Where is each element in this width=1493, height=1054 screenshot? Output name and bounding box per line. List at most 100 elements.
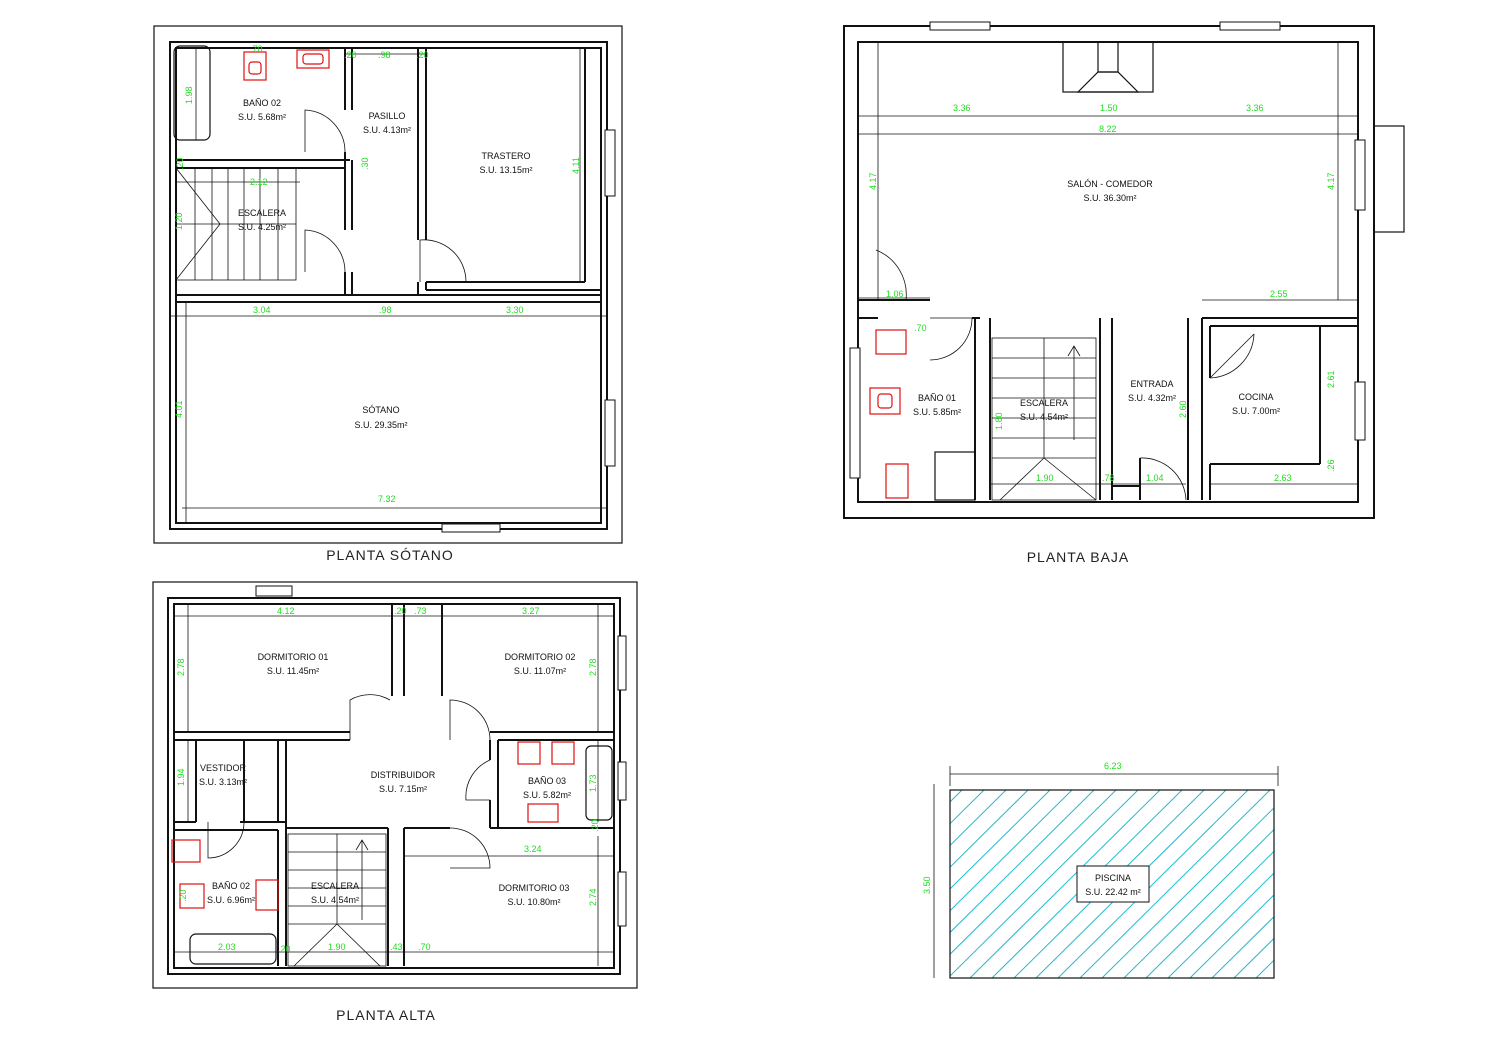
dimension-label: .70 bbox=[250, 44, 263, 54]
hatch-line bbox=[1101, 807, 1274, 978]
dimension-label: 4.17 bbox=[868, 172, 878, 190]
hatch-line bbox=[1410, 790, 1493, 978]
plan-piscina: 6.23 3.50 PISCINA S.U. 22.42 m² bbox=[922, 761, 1493, 979]
washbasin bbox=[551, 741, 575, 765]
room-area: S.U. 4.32m² bbox=[1128, 393, 1176, 403]
dimension-label: 3.27 bbox=[522, 606, 540, 616]
window bbox=[604, 129, 616, 197]
toilet bbox=[527, 803, 559, 823]
dimension-label: .20 bbox=[344, 50, 357, 60]
dimension-label: 4.17 bbox=[1326, 172, 1336, 190]
window bbox=[1354, 381, 1366, 441]
staircase bbox=[991, 337, 1097, 501]
room-name: ESCALERA bbox=[311, 881, 359, 891]
dimension-label: 3.04 bbox=[253, 305, 271, 315]
hatch-line bbox=[950, 790, 1051, 890]
door-swing bbox=[304, 229, 346, 273]
hatch-line bbox=[1233, 937, 1274, 978]
bathtub bbox=[585, 745, 613, 821]
room-area: S.U. 6.96m² bbox=[207, 895, 255, 905]
door-swing bbox=[304, 109, 346, 153]
room-area: S.U. 11.45m² bbox=[267, 666, 319, 676]
hatch-line bbox=[1300, 790, 1490, 978]
dimension-label: .20 bbox=[178, 889, 188, 902]
door-swing bbox=[1209, 333, 1255, 379]
room-area: S.U. 4.25m² bbox=[238, 222, 286, 232]
dimension-label: .20 bbox=[278, 944, 291, 954]
hatch-line bbox=[1344, 790, 1493, 978]
dimension-label: 4.01 bbox=[174, 400, 184, 418]
dimension-label: 2.60 bbox=[1178, 400, 1188, 418]
dimension-label: 1.94 bbox=[176, 768, 186, 786]
plan-baja: 3.36 1.50 3.36 8.22 4.17 4.17 1.06 2.55 … bbox=[843, 21, 1405, 565]
hatch-line bbox=[1079, 790, 1271, 978]
room-name: SALÓN - COMEDOR bbox=[1067, 179, 1153, 189]
window bbox=[255, 585, 293, 597]
door-swing bbox=[465, 759, 491, 801]
staircase bbox=[175, 167, 297, 281]
room-area: S.U. 3.13m² bbox=[199, 777, 247, 787]
toilet-bowl bbox=[302, 53, 324, 65]
dimension-label: 4.12 bbox=[277, 606, 295, 616]
dimension-label: 2.03 bbox=[218, 942, 236, 952]
dimension-label: 4.11 bbox=[571, 157, 581, 174]
cabinet bbox=[934, 451, 976, 501]
dimension-label: .70 bbox=[418, 942, 431, 952]
dimension-label: 2.63 bbox=[1274, 473, 1292, 483]
room-name: VESTIDOR bbox=[200, 763, 247, 773]
room-name: COCINA bbox=[1238, 392, 1273, 402]
hatch-line bbox=[1057, 790, 1249, 978]
room-name: TRASTERO bbox=[481, 151, 530, 161]
window bbox=[1219, 21, 1281, 31]
room-name: DISTRIBUIDOR bbox=[371, 770, 436, 780]
room-area: S.U. 7.00m² bbox=[1232, 406, 1280, 416]
room-area: S.U. 10.80m² bbox=[507, 897, 560, 907]
room-area: S.U. 4.13m² bbox=[363, 125, 411, 135]
dimension-label: 1.04 bbox=[1146, 473, 1164, 483]
room-name: ENTRADA bbox=[1130, 379, 1173, 389]
dimension-label: .20 bbox=[416, 50, 429, 60]
dimension-label: .20 bbox=[175, 157, 185, 170]
hatch-line bbox=[1211, 915, 1274, 978]
window bbox=[617, 871, 627, 927]
inner-wall-line bbox=[175, 47, 602, 524]
room-name: DORMITORIO 03 bbox=[499, 883, 570, 893]
room-area: S.U. 29.35m² bbox=[354, 420, 407, 430]
dimension-label: 1.20 bbox=[174, 212, 184, 230]
door-swing bbox=[875, 249, 907, 301]
plan-title: PLANTA BAJA bbox=[1027, 549, 1130, 565]
dimension-label: 8.22 bbox=[1099, 124, 1117, 134]
outer-wall bbox=[843, 25, 1375, 519]
room-area: S.U. 5.85m² bbox=[913, 407, 961, 417]
door-swing bbox=[419, 239, 467, 283]
washbasin bbox=[179, 883, 205, 909]
room-name: BAÑO 02 bbox=[243, 98, 281, 108]
room-area: S.U. 5.68m² bbox=[238, 112, 286, 122]
door-swing bbox=[1139, 457, 1187, 501]
dimension-label: 3.30 bbox=[506, 305, 524, 315]
dimension-label: 7.32 bbox=[378, 494, 396, 504]
dimension-label: 1.98 bbox=[184, 86, 194, 104]
dimension-label: .70 bbox=[914, 323, 927, 333]
dimension-label: 2.78 bbox=[176, 658, 186, 676]
dimension-label: 2.78 bbox=[588, 658, 598, 676]
sheet-frame-sotano bbox=[153, 25, 623, 544]
hatch-line bbox=[1123, 828, 1274, 978]
door-swing bbox=[449, 827, 491, 869]
sheet-frame-alta bbox=[152, 581, 638, 989]
outer-wall bbox=[169, 41, 608, 530]
plan-alta: 4.12 .20 .73 3.27 2.78 2.78 1.94 1.73 3.… bbox=[152, 581, 638, 1023]
room-area: S.U. 36.30m² bbox=[1083, 193, 1136, 203]
window bbox=[617, 761, 627, 801]
balcony bbox=[1373, 125, 1405, 233]
bathtub bbox=[173, 45, 211, 141]
hatch-line bbox=[1454, 790, 1493, 978]
hatch-line bbox=[969, 790, 1161, 978]
dimension-label: .78 bbox=[1102, 473, 1115, 483]
dimension-label: .26 bbox=[1326, 459, 1336, 472]
hatch-line bbox=[1476, 790, 1493, 978]
dimension-label: .98 bbox=[378, 50, 391, 60]
hatch-line bbox=[1167, 872, 1274, 978]
door-swing bbox=[929, 317, 973, 361]
dimension-label: 1.90 bbox=[1036, 473, 1054, 483]
